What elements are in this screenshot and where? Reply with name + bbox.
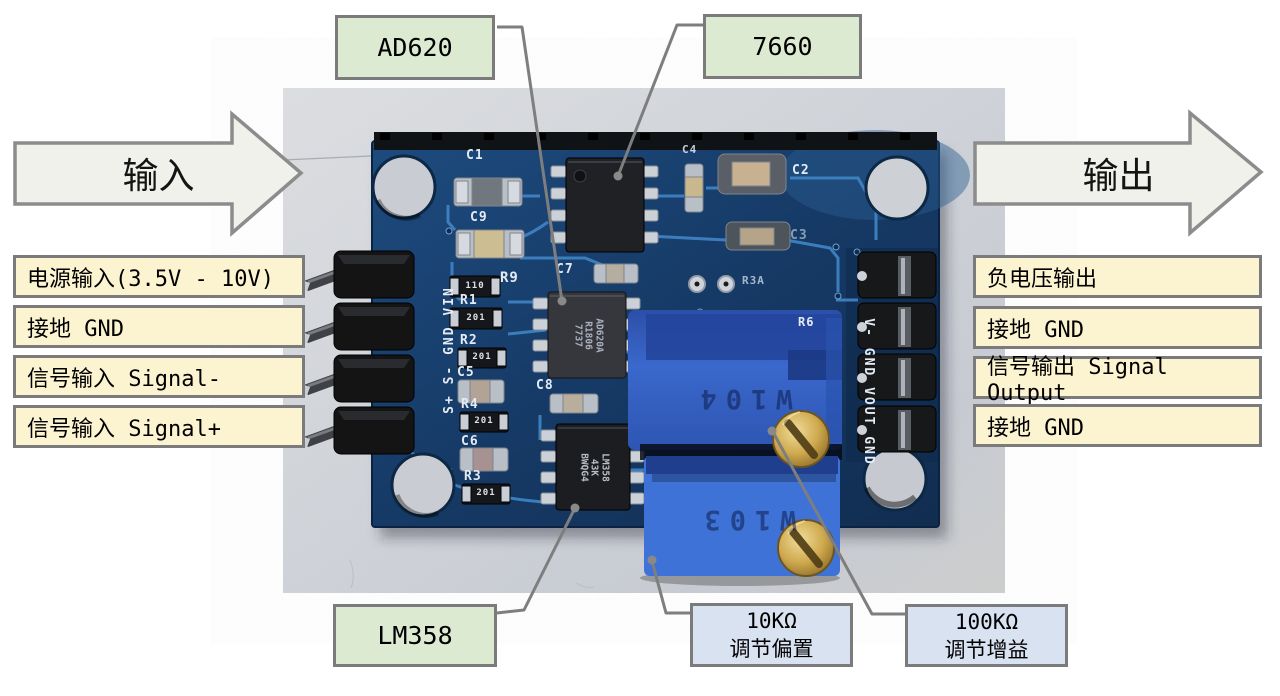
label-lm358: LM358 [333, 604, 497, 667]
silkscreen-c9: C9 [470, 210, 488, 225]
label-7660: 7660 [703, 14, 862, 79]
ic-7660-chip [550, 157, 659, 253]
cap-c4 [684, 163, 704, 213]
cap-c1 [453, 177, 523, 207]
ic-ad620-chip [532, 291, 641, 379]
r3-value: 201 [476, 488, 496, 498]
label-signal-output: 信号输出 Signal Output [973, 355, 1262, 406]
silkscreen-r3: R3 [464, 469, 482, 484]
gain-pot-value: 100KΩ [954, 609, 1019, 634]
gain-screw [772, 410, 830, 468]
label-ad620: AD620 [335, 15, 495, 80]
label-gain-pot: 100KΩ 调节增益 [905, 604, 1068, 667]
silkscreen-c1: C1 [466, 148, 484, 163]
label-gnd-left-1: 接地 GND [13, 305, 305, 348]
ad620-chip-marking: AD620A R1806 7737 [572, 318, 605, 353]
silkscreen-r2: R2 [460, 333, 478, 348]
label-negative-voltage-output: 负电压输出 [973, 255, 1262, 298]
smd-resistors [449, 275, 511, 505]
offset-pot-function: 调节偏置 [729, 637, 814, 661]
res-r2 [457, 347, 507, 369]
left-pin-header [298, 250, 415, 455]
silkscreen-c7: C7 [556, 262, 574, 277]
r9-value: 110 [465, 281, 485, 291]
gain-pot-function: 调节增益 [944, 637, 1029, 662]
label-offset-pot: 10KΩ 调节偏置 [690, 603, 853, 667]
w103-pot-marking: W103 [695, 504, 797, 535]
silkscreen-c5: C5 [457, 365, 475, 380]
r4-value: 201 [474, 416, 494, 426]
silkscreen-r4: R4 [461, 397, 479, 412]
silkscreen-c4: C4 [682, 143, 698, 156]
cap-c2 [717, 153, 787, 195]
res-r1 [449, 307, 503, 330]
lm358-chip-marking: LM358 43K BWQG4 [578, 453, 611, 482]
input-arrow-label: 输入 [122, 156, 195, 197]
cap-c9 [455, 229, 525, 259]
cap-c3 [725, 221, 791, 251]
silkscreen-c6: C6 [461, 434, 479, 449]
cap-c6 [459, 447, 509, 472]
silkscreen-r3a: R3A [742, 274, 765, 287]
cap-c7 [593, 263, 639, 284]
res-r3 [461, 483, 511, 505]
label-gnd-right-2: 接地 GND [973, 404, 1262, 447]
cap-c5 [457, 379, 505, 404]
top-header-strip [374, 132, 937, 150]
label-signal-minus: 信号输入 Signal- [13, 355, 305, 398]
r1-value: 201 [466, 313, 486, 323]
right-pin-header [857, 251, 937, 453]
silkscreen-c2: C2 [792, 163, 810, 178]
silkscreen-c8: C8 [536, 378, 554, 393]
silkscreen-r6: R6 [798, 315, 815, 329]
res-r4 [459, 411, 509, 433]
label-power-input: 电源输入(3.5V - 10V) [13, 255, 305, 298]
label-signal-plus: 信号输入 Signal+ [13, 405, 305, 448]
output-arrow-label: 输出 [1082, 156, 1155, 197]
silkscreen-r9: R9 [500, 270, 519, 286]
offset-pot-value: 10KΩ [746, 609, 797, 633]
right-edge-pin-labels: V- GND VOUT GND [861, 318, 876, 466]
cap-c8 [549, 393, 599, 414]
label-gnd-right-1: 接地 GND [973, 306, 1262, 349]
silkscreen-c3: C3 [790, 228, 808, 243]
silkscreen-r1: R1 [460, 293, 478, 308]
r2-value: 201 [472, 352, 492, 362]
solder-pads [688, 275, 735, 293]
w104-pot-marking: W104 [691, 383, 793, 414]
